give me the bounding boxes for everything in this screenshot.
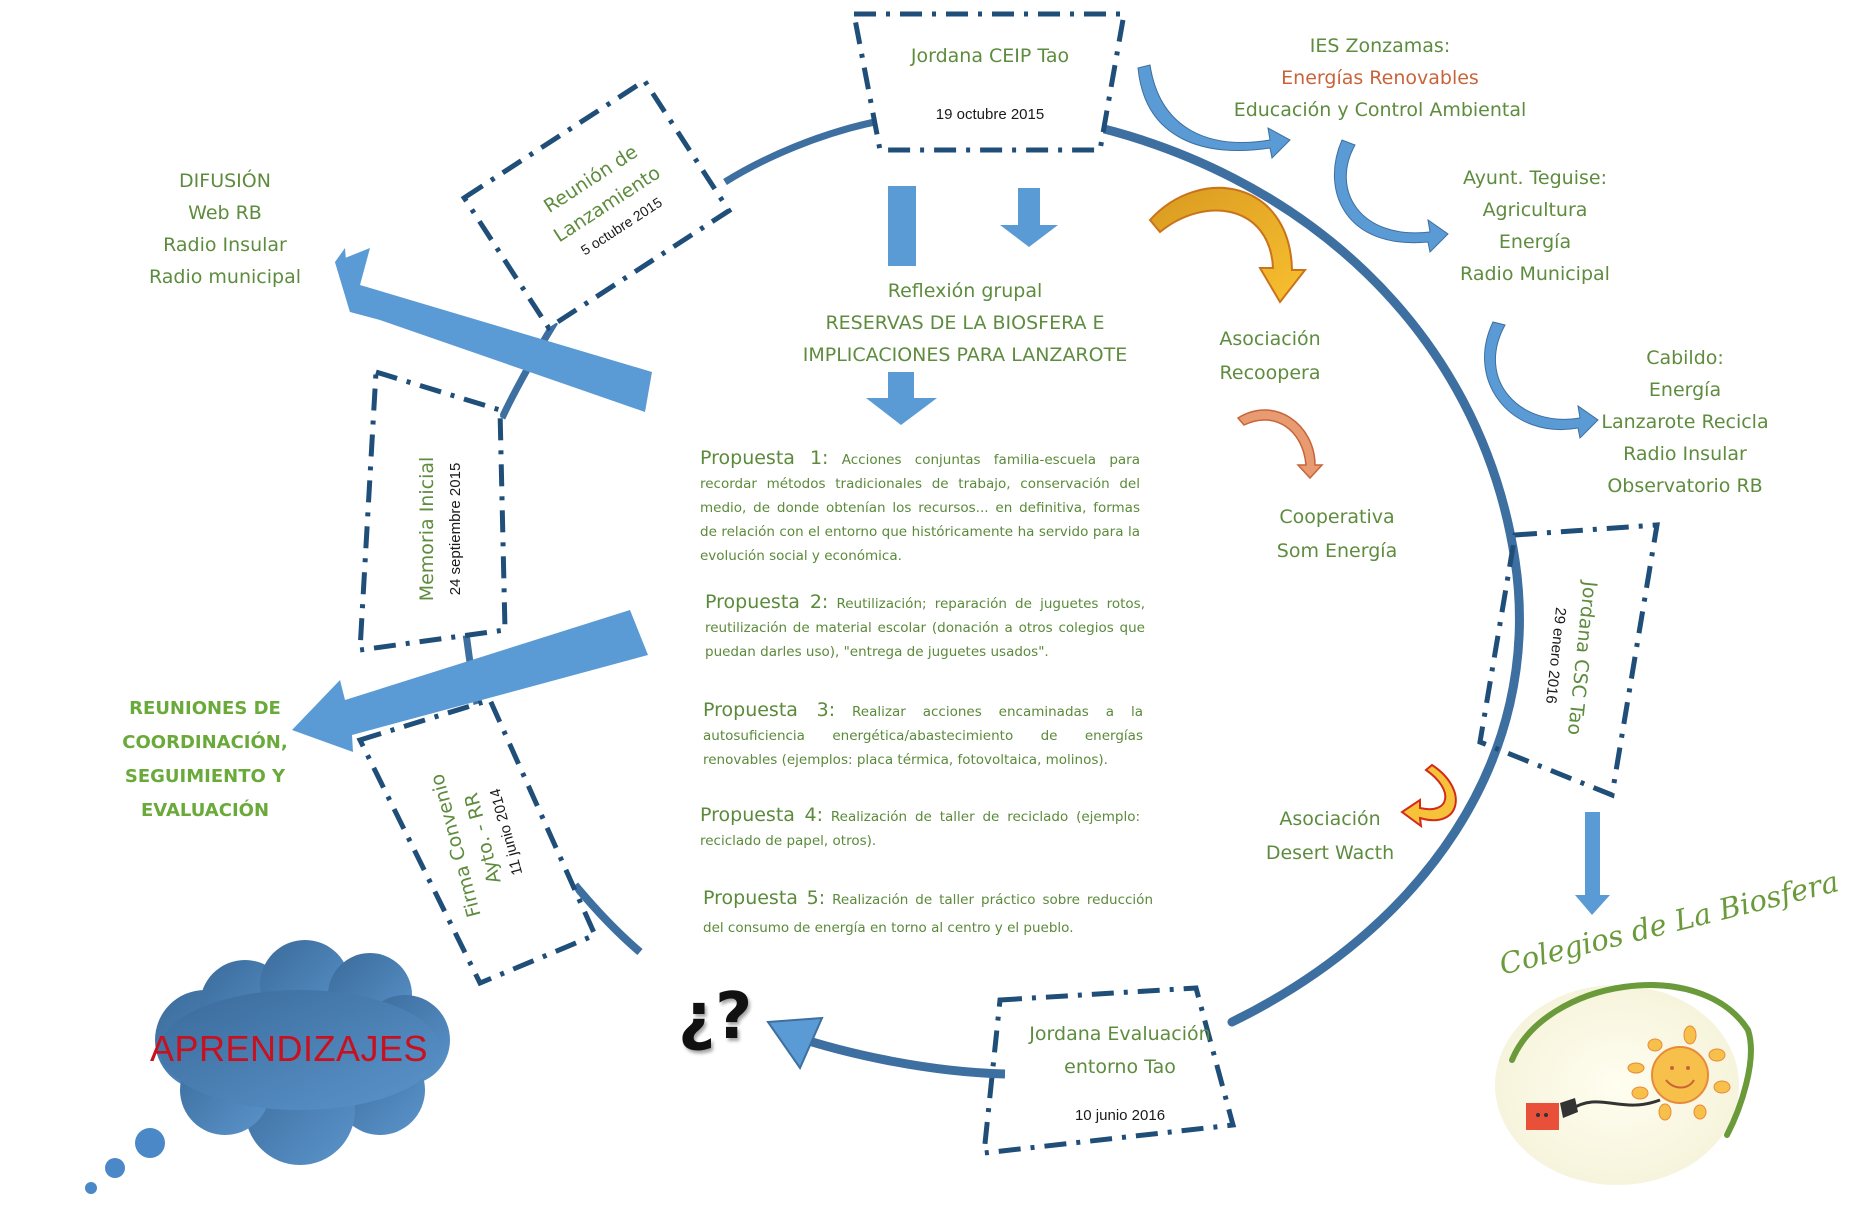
aprendizajes-cloud <box>85 940 450 1194</box>
arrow-down-bar <box>888 186 916 266</box>
propuesta-heading: Propuesta 2: <box>705 591 829 613</box>
sun-icon <box>1627 1025 1731 1121</box>
difusion-line: Radio municipal <box>148 266 301 288</box>
reuniones-line: REUNIONES DE <box>129 698 281 719</box>
logo-colegios-biosfera <box>1495 982 1754 1185</box>
curved-arrow-ies <box>1137 64 1291 160</box>
event-eval-title-1: Jordana Evaluación <box>1029 1023 1211 1045</box>
ayunt-line: Agricultura <box>1482 199 1588 221</box>
reflexion-line: RESERVAS DE LA BIOSFERA E <box>825 312 1105 334</box>
difusion-block: DIFUSIÓN Web RB Radio Insular Radio muni… <box>130 165 320 293</box>
ies-block: IES Zonzamas: Energías Renovables Educac… <box>1210 30 1550 126</box>
event-memoria-date: 24 septiembre 2015 <box>447 462 464 596</box>
reuniones-line: EVALUACIÓN <box>140 800 270 821</box>
difusion-line: Web RB <box>188 202 262 224</box>
timeline-arc-eval-connector <box>788 1030 1006 1079</box>
event-top-date: 19 octubre 2015 <box>935 106 1045 123</box>
propuesta-heading: Propuesta 1: <box>700 447 829 469</box>
reflexion-block: Reflexión grupal RESERVAS DE LA BIOSFERA… <box>780 275 1150 371</box>
propuesta-text: Realizar acciones encaminadas a la autos… <box>703 704 1143 768</box>
cabildo-line: Lanzarote Recicla <box>1601 411 1769 433</box>
event-eval-title-2: entorno Tao <box>1064 1056 1176 1078</box>
ayunt-line: Energía <box>1498 231 1572 253</box>
som-line: Cooperativa <box>1279 506 1395 528</box>
socket-icon <box>1526 1103 1559 1130</box>
event-box-memoria-outline <box>357 368 508 653</box>
cabildo-line: Energía <box>1648 379 1722 401</box>
arrow-to-difusion <box>335 248 652 412</box>
propuesta-text: Realización de taller de reciclado (ejem… <box>700 809 1140 849</box>
cabildo-line: Radio Insular <box>1623 443 1747 465</box>
arrow-to-reuniones <box>292 610 648 752</box>
propuesta-2: Propuesta 2: Reutilización; reparación d… <box>705 590 1145 664</box>
event-top-title: Jordana CEIP Tao <box>910 45 1070 67</box>
recoopera-line: Asociación <box>1219 328 1321 350</box>
aprendizajes-label: APRENDIZAJES <box>150 1028 429 1069</box>
reuniones-line: SEGUIMIENTO Y <box>124 766 286 787</box>
ayunt-line: Ayunt. Teguise: <box>1462 167 1607 189</box>
desert-line: Desert Wacth <box>1265 842 1395 864</box>
cabildo-line: Cabildo: <box>1646 347 1724 369</box>
reflexion-line: Reflexión grupal <box>887 280 1043 302</box>
plug-icon <box>1560 1098 1578 1118</box>
propuesta-heading: Propuesta 5: <box>703 887 826 909</box>
curved-arrow-desert <box>1400 763 1457 829</box>
event-box-top-outline <box>850 11 1127 153</box>
ies-line-2: Educación y Control Ambiental <box>1233 99 1527 121</box>
ies-line-1: Energías Renovables <box>1281 67 1479 89</box>
propuesta-heading: Propuesta 4: <box>700 804 824 826</box>
timeline-arc-left-upper <box>498 320 558 420</box>
cabildo-line: Observatorio RB <box>1607 475 1763 497</box>
event-box-convenio-outline <box>356 696 599 987</box>
timeline-arc-top-left <box>723 116 886 185</box>
curved-arrow-cabildo <box>1484 321 1599 440</box>
timeline-arc-right <box>1070 117 1524 1027</box>
recoopera-block: Asociación Recoopera <box>1200 322 1340 390</box>
som-line: Som Energía <box>1276 540 1398 562</box>
curved-arrow-som <box>1236 409 1324 480</box>
propuesta-text: Reutilización; reparación de juguetes ro… <box>705 596 1145 660</box>
desert-block: Asociación Desert Wacth <box>1250 802 1410 870</box>
curved-arrow-recoopera <box>1148 186 1308 304</box>
timeline-arc-left-lower <box>571 882 643 956</box>
arrow-down-to-propuestas <box>866 372 937 425</box>
propuesta-4: Propuesta 4: Realización de taller de re… <box>700 803 1140 853</box>
arrow-down-to-logo <box>1575 812 1610 915</box>
propuesta-text: Acciones conjuntas familia-escuela para … <box>700 452 1140 564</box>
arrow-down-small <box>1000 188 1058 247</box>
reflexion-line: IMPLICACIONES PARA LANZAROTE <box>802 344 1128 366</box>
event-memoria-text: Memoria Inicial 24 septiembre 2015 <box>411 429 469 629</box>
desert-line: Asociación <box>1279 808 1381 830</box>
propuesta-3: Propuesta 3: Realizar acciones encaminad… <box>703 698 1143 772</box>
event-eval-date: 10 junio 2016 <box>1074 1107 1166 1124</box>
recoopera-line: Recoopera <box>1219 362 1321 384</box>
propuesta-5: Propuesta 5: Realización de taller práct… <box>703 884 1153 942</box>
plug-cable-icon <box>1569 1098 1661 1112</box>
event-memoria-title: Memoria Inicial <box>416 456 438 602</box>
event-box-evaluation-outline <box>981 985 1237 1156</box>
reuniones-block: REUNIONES DE COORDINACIÓN, SEGUIMIENTO Y… <box>100 692 310 828</box>
reuniones-line: COORDINACIÓN, <box>122 732 288 753</box>
timeline-arrowhead-question <box>766 1016 824 1071</box>
event-box-csc-outline <box>1477 522 1660 799</box>
difusion-line: DIFUSIÓN <box>179 170 271 192</box>
propuesta-heading: Propuesta 3: <box>703 699 836 721</box>
propuesta-1: Propuesta 1: Acciones conjuntas familia-… <box>700 446 1140 568</box>
ayunt-line: Radio Municipal <box>1460 263 1610 285</box>
curved-arrow-ayunt <box>1334 139 1449 254</box>
ayunt-block: Ayunt. Teguise: Agricultura Energía Radi… <box>1430 162 1640 290</box>
question-mark: ¿? <box>678 980 753 1054</box>
cabildo-block: Cabildo: Energía Lanzarote Recicla Radio… <box>1580 342 1790 502</box>
ies-title: IES Zonzamas: <box>1309 35 1451 57</box>
event-box-launch-outline <box>460 77 733 332</box>
som-block: Cooperativa Som Energía <box>1262 500 1412 568</box>
propuesta-text: Realización de taller práctico sobre red… <box>703 892 1153 936</box>
difusion-line: Radio Insular <box>163 234 287 256</box>
